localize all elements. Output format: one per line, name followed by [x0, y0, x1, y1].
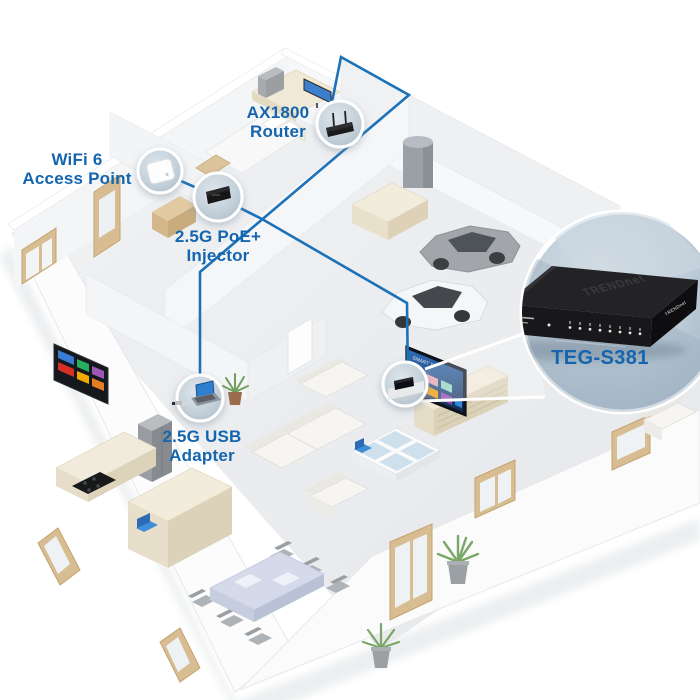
- callout-wedge: [420, 328, 546, 403]
- switch-front: [522, 304, 652, 347]
- switch-model-label: TEG-S381: [551, 347, 649, 369]
- dining-chair: [244, 627, 272, 645]
- router-icon: [326, 110, 354, 137]
- southeast-facade: [239, 409, 700, 691]
- dresser: [152, 196, 196, 238]
- switch-product-callout: TRENDnet TRENDnet: [519, 209, 700, 415]
- interior-walls: [85, 56, 621, 403]
- counter: [55, 431, 157, 502]
- wall-tv: [53, 343, 109, 405]
- poe-injector-label: 2.5G PoE+ Injector: [174, 227, 262, 266]
- poe-injector-callout: [192, 171, 244, 223]
- living-room: SMART TV: [53, 343, 697, 519]
- speaker: [258, 67, 284, 98]
- tv-switch-icon: [388, 377, 424, 400]
- bedroom: [152, 67, 341, 238]
- armchair: [304, 472, 369, 519]
- router-label: AX1800 Router: [246, 103, 310, 142]
- switch-product: TRENDnet TRENDnet: [522, 266, 698, 348]
- router-callout: [315, 99, 365, 149]
- kitchen: [55, 414, 233, 568]
- poe-injector-icon: [206, 186, 231, 204]
- sofa: [244, 402, 367, 469]
- dining-area: [188, 541, 350, 645]
- usb-adapter-label: 2.5G USB Adapter: [162, 427, 242, 466]
- dining-chair: [326, 575, 350, 593]
- indoor-plant: [222, 373, 249, 405]
- kitchen-island: [127, 467, 233, 568]
- outdoor-plant: [361, 622, 401, 668]
- placemat: [272, 572, 300, 586]
- laptop-on-table: [354, 438, 372, 453]
- tv-switch-callout: [381, 360, 429, 408]
- gray-car: [419, 225, 521, 273]
- switch-top: [522, 266, 698, 318]
- water-heater: [403, 136, 433, 188]
- placemat: [234, 574, 262, 588]
- cable-router-to-usb: [198, 54, 412, 398]
- ground-shadow: [0, 245, 700, 700]
- pillow: [261, 113, 289, 131]
- access-point-callout: [136, 147, 184, 195]
- pillow: [273, 120, 300, 138]
- cooktop: [72, 472, 116, 494]
- access-point-icon: [146, 158, 175, 185]
- usb-adapter-laptop-icon: [172, 380, 221, 406]
- storage-chest: [351, 182, 429, 240]
- cable-to-tv: [261, 217, 410, 385]
- sofa-chaise: [296, 358, 369, 398]
- bathroom-door: [287, 317, 313, 375]
- dining-chair: [216, 609, 244, 627]
- usb-adapter-callout: [172, 373, 225, 423]
- bench: [195, 154, 231, 177]
- switch-right-end: [650, 280, 698, 347]
- access-point-label: WiFi 6 Access Point: [22, 150, 132, 189]
- outdoor-plant: [436, 534, 480, 584]
- coffee-table: [351, 427, 441, 482]
- laptop-on-island: [136, 513, 158, 532]
- switch-port-leds: [568, 326, 642, 336]
- dining-table: [209, 551, 325, 622]
- bed: [204, 107, 306, 174]
